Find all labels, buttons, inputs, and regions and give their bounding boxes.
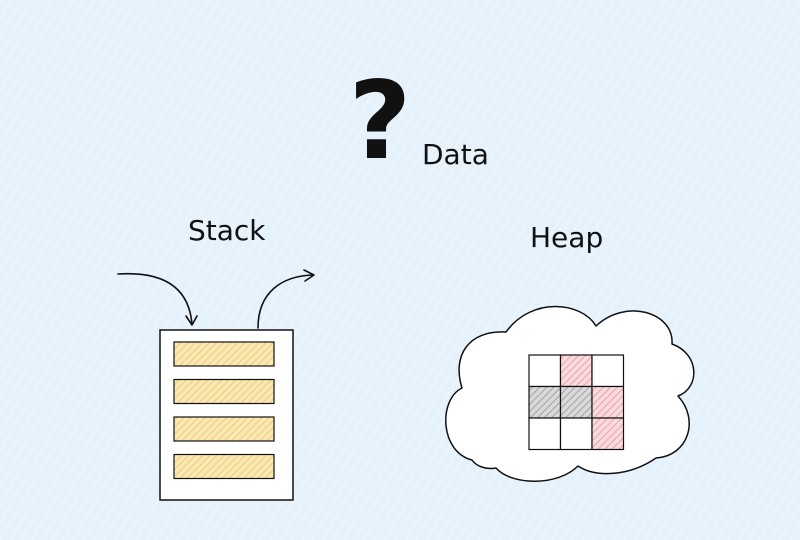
push-arrow-icon — [117, 272, 198, 326]
heap-cell-empty — [528, 417, 562, 451]
heap-label: Heap — [530, 221, 603, 254]
stack-slot — [173, 378, 275, 405]
stack-slot — [173, 341, 275, 367]
heap-cell-empty — [559, 417, 593, 451]
diagram-title: Data — [422, 138, 489, 171]
stack-slots — [173, 341, 275, 480]
pop-arrow-icon — [257, 269, 315, 329]
heap-cell-gray — [559, 385, 593, 419]
heap-cell-red — [559, 354, 593, 388]
heap-cell-empty — [528, 354, 562, 388]
stack-label: Stack — [188, 214, 266, 247]
heap-cell-red — [591, 417, 625, 451]
heap-cell-red — [591, 385, 625, 419]
stack-slot — [173, 453, 275, 480]
question-mark-icon: ? — [349, 59, 412, 184]
heap-cell-empty — [591, 354, 625, 388]
stack-slot — [173, 416, 275, 442]
heap-cell-gray — [528, 385, 562, 419]
heap-grid — [528, 354, 625, 451]
